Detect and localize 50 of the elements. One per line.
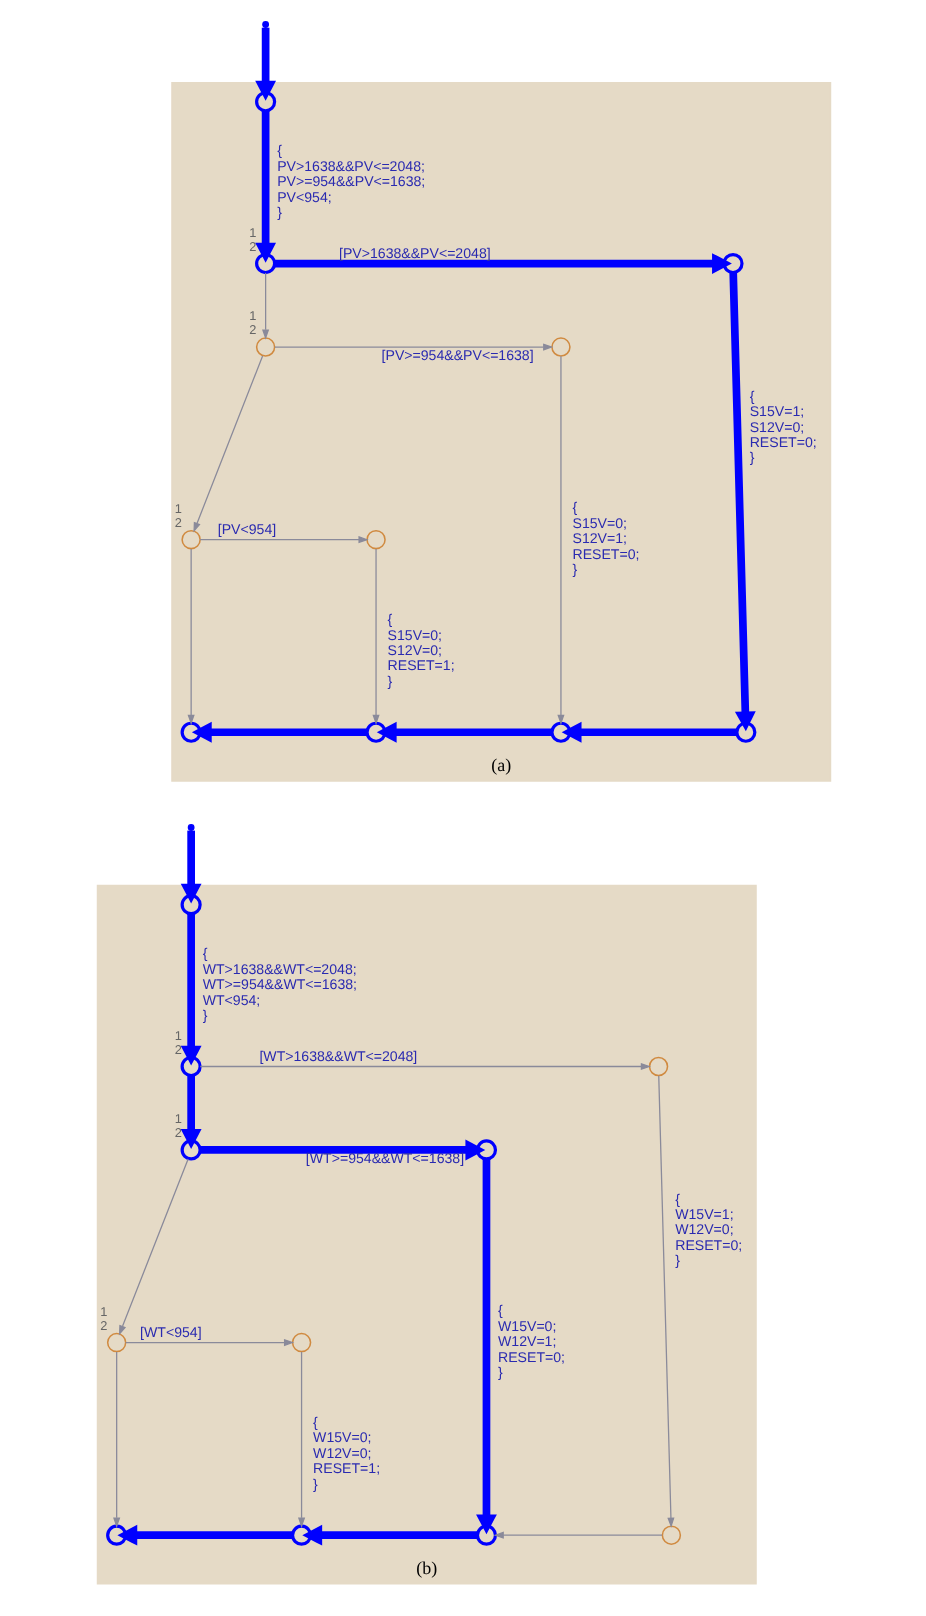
arrow — [186, 548, 194, 725]
arrow — [116, 1524, 292, 1546]
arrow — [273, 253, 731, 274]
node-circle — [289, 1524, 312, 1546]
arrow — [124, 1338, 294, 1347]
node-circle — [647, 1056, 668, 1077]
node-circle — [721, 252, 743, 275]
arrow — [375, 721, 551, 743]
arrow — [198, 536, 368, 544]
node-circle — [105, 1332, 126, 1353]
node-circle — [179, 1139, 201, 1161]
arrow — [112, 1351, 120, 1528]
node-circle — [474, 1524, 497, 1546]
arrow — [198, 1062, 651, 1071]
node-circle — [474, 1139, 497, 1161]
node-circle — [254, 91, 276, 113]
arrow — [179, 830, 201, 904]
node-circle — [734, 721, 756, 743]
node-circle — [254, 337, 275, 357]
node-circle — [660, 1525, 681, 1545]
arrow — [199, 1139, 485, 1161]
arrow — [254, 27, 276, 101]
arrow — [728, 272, 755, 732]
arrow — [179, 914, 201, 1066]
arrow — [296, 1351, 305, 1528]
arrow — [560, 721, 736, 743]
node-circle — [180, 529, 200, 550]
arrow — [190, 721, 366, 743]
arrow — [254, 111, 276, 263]
node-circle — [179, 721, 201, 743]
node-circle — [549, 721, 571, 743]
node-circle — [364, 721, 386, 743]
node-circle — [254, 252, 276, 275]
arrow — [179, 1075, 201, 1149]
node-circle — [179, 1055, 201, 1078]
arrow — [492, 1531, 662, 1539]
arrow — [657, 1075, 674, 1528]
node-circle — [290, 1332, 311, 1353]
node-circle — [550, 337, 570, 357]
arrow — [192, 355, 263, 533]
arrow — [261, 272, 269, 340]
arrow — [556, 355, 564, 725]
node-circle — [105, 1524, 127, 1546]
arrow — [301, 1524, 477, 1546]
arrow — [371, 548, 379, 725]
arrow — [273, 343, 553, 351]
node-circle — [365, 529, 385, 550]
arrow — [475, 1159, 496, 1535]
node-circle — [179, 894, 201, 916]
arrow — [117, 1158, 188, 1336]
